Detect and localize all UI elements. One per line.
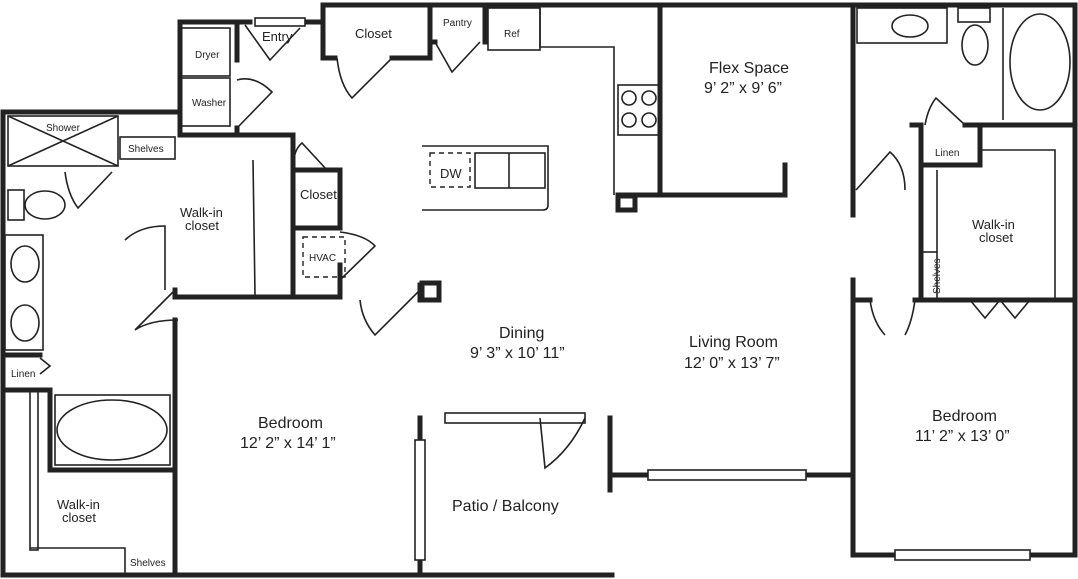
doors <box>39 24 1031 470</box>
label-living: Living Room <box>689 334 778 351</box>
label-dw: DW <box>440 166 462 181</box>
sink-icon <box>891 14 929 38</box>
label-closet-top: Closet <box>355 26 392 41</box>
label-pantry: Pantry <box>443 18 472 29</box>
label-walkin-left-bottom: Walk-in <box>57 497 100 512</box>
toilet-icon <box>24 190 66 220</box>
windows <box>254 17 1031 561</box>
toilet-icon <box>961 24 989 66</box>
dims-bedroom-right: 11’ 2” x 13’ 0” <box>915 428 1010 445</box>
stove-icon <box>617 84 661 136</box>
label-ref: Ref <box>504 29 520 40</box>
label-bedroom-right: Bedroom <box>932 408 997 425</box>
label-walkin-left-bottom-2: closet <box>62 510 96 525</box>
label-walkin-right: Walk-in <box>972 217 1015 232</box>
label-shelves-right: Shelves <box>932 258 943 294</box>
label-hvac: HVAC <box>309 253 336 264</box>
label-walkin-left-top: Walk-in <box>180 205 223 220</box>
label-closet-mid: Closet <box>300 187 337 202</box>
bathtub-icon <box>1009 13 1071 111</box>
bathtub-icon <box>56 399 168 461</box>
label-linen-left: Linen <box>11 369 35 380</box>
label-washer: Washer <box>192 98 227 109</box>
label-dining: Dining <box>499 325 544 342</box>
label-shower: Shower <box>46 123 81 134</box>
label-entry: Entry <box>262 29 293 44</box>
dims-flex: 9’ 2” x 9’ 6” <box>704 80 782 97</box>
label-walkin-left-top-2: closet <box>185 218 219 233</box>
dishwasher-icon <box>429 152 471 188</box>
sink-icon <box>10 245 40 283</box>
dims-dining: 9’ 3” x 10’ 11” <box>470 345 565 362</box>
label-walkin-right-2: closet <box>979 230 1013 245</box>
room-labels: Entry Closet Pantry Ref Dryer Washer Sho… <box>11 18 1015 569</box>
label-flex: Flex Space <box>709 60 789 77</box>
label-shelves-left-bottom: Shelves <box>130 558 166 569</box>
dims-living: 12’ 0” x 13’ 7” <box>684 355 780 372</box>
fixtures <box>4 7 1071 575</box>
kitchen-sink-icon <box>474 152 546 189</box>
sink-icon <box>10 304 40 342</box>
label-patio: Patio / Balcony <box>452 498 559 515</box>
shower-icon <box>7 115 119 167</box>
label-bedroom-left: Bedroom <box>258 415 323 432</box>
label-shelves-left-top: Shelves <box>128 144 164 155</box>
dims-bedroom-left: 12’ 2” x 14’ 1” <box>240 435 336 452</box>
label-dryer: Dryer <box>195 50 220 61</box>
label-linen-right: Linen <box>935 148 959 159</box>
